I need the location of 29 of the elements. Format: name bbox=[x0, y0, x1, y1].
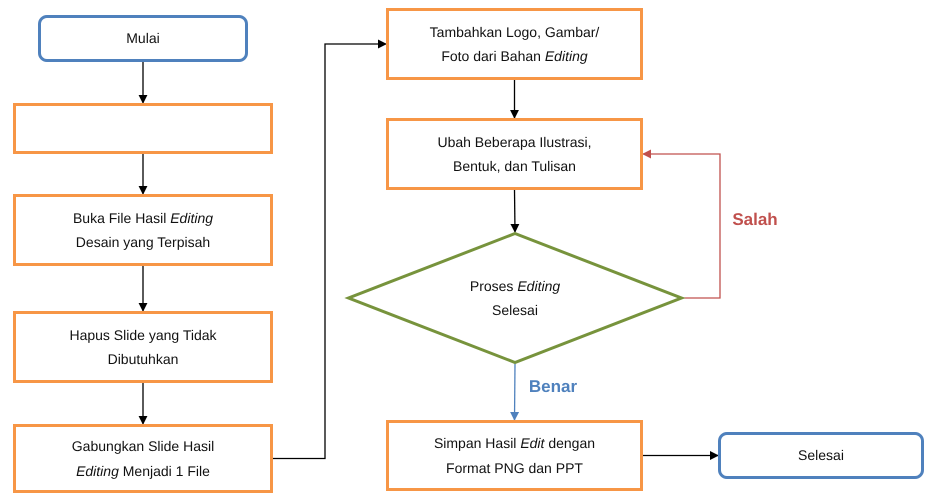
node-text: Ubah Beberapa Ilustrasi, Bentuk, dan Tulisan bbox=[436, 132, 593, 176]
terminal-box bbox=[38, 15, 248, 62]
arrow bbox=[273, 40, 387, 460]
node-text: Simpan Hasil Edit dengan Format PNG dan PPT bbox=[432, 434, 596, 478]
arrow bbox=[510, 80, 519, 119]
process-box bbox=[13, 311, 273, 383]
arrow bbox=[510, 364, 520, 421]
node-text: Mulai bbox=[126, 29, 160, 48]
arrow bbox=[138, 62, 148, 104]
arrow bbox=[138, 154, 148, 195]
node-text: Tambahkan Logo, Gambar/ Foto dari Bahan Editing bbox=[428, 22, 600, 66]
arrow bbox=[138, 266, 148, 312]
decision-diamond bbox=[347, 232, 683, 364]
arrow bbox=[642, 150, 721, 299]
process-box bbox=[13, 103, 273, 154]
process-box bbox=[386, 118, 643, 190]
node-text: Selesai bbox=[798, 446, 844, 466]
process-box bbox=[13, 424, 273, 493]
node-text: Gabungkan Slide Hasil Editing Menjadi 1 File bbox=[70, 437, 216, 481]
arrow bbox=[510, 190, 520, 233]
node-text: Proses Editing Selesai bbox=[468, 276, 562, 320]
arrow bbox=[138, 383, 148, 425]
terminal-box bbox=[718, 432, 924, 479]
process-box bbox=[386, 420, 643, 491]
process-box bbox=[13, 194, 273, 266]
process-box bbox=[386, 8, 643, 80]
node-text: Buka File Hasil Editing Desain yang Terpisah bbox=[72, 208, 214, 252]
node-text: Hapus Slide yang Tidak Dibutuhkan bbox=[68, 326, 218, 369]
arrow bbox=[643, 451, 719, 460]
